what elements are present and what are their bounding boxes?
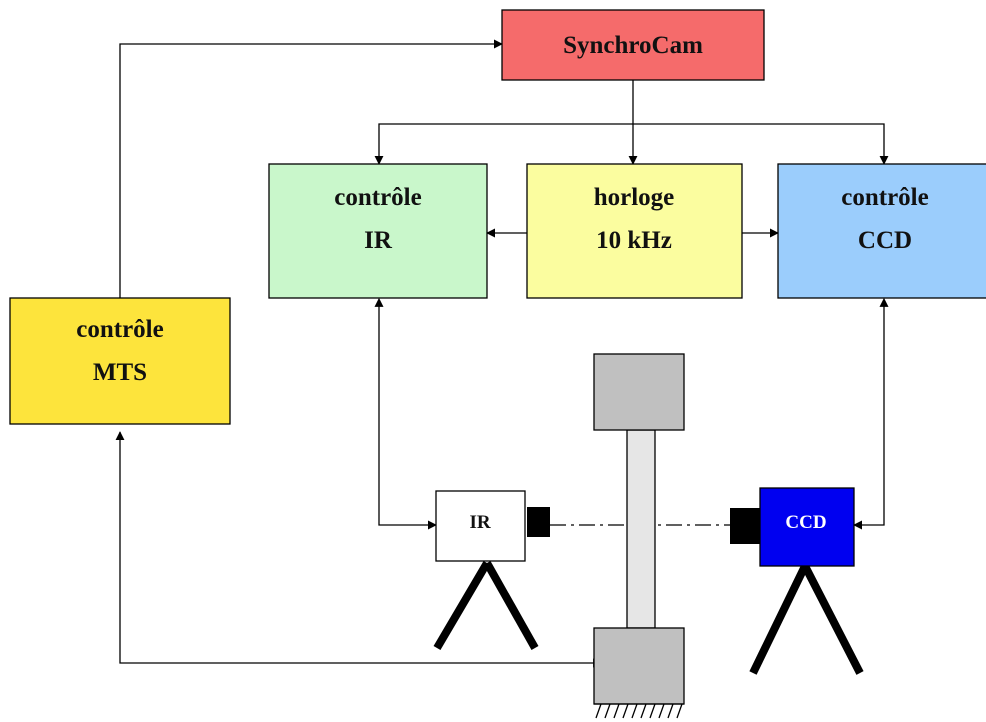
connectors (115, 39, 889, 668)
clock-label-line1: horloge (594, 184, 675, 211)
arrow-ccd-control-to-ccd-camera (853, 297, 889, 530)
ccd-camera-tripod (749, 564, 864, 675)
arrow-mts-to-synchrocam (119, 39, 503, 298)
ir-camera-lens (527, 507, 550, 537)
mts-control-label-line1: contrôle (76, 316, 163, 343)
synchrocam-box: SynchroCam (501, 9, 765, 81)
specimen-bar (626, 429, 656, 629)
arrow-synchrocam-to-ir-control (374, 123, 633, 165)
ir-camera-body (435, 490, 526, 562)
ccd-control-label-line2: CCD (858, 227, 912, 254)
fixed-support-hatching (594, 703, 684, 719)
clock-label-line2: 10 kHz (596, 227, 672, 254)
mts-control-label-line2: MTS (93, 359, 147, 386)
ir-control-box: contrôle IR (268, 163, 488, 299)
ccd-camera: CCD (730, 487, 864, 675)
arrow-ir-control-to-ir-camera (374, 297, 437, 530)
mts-control-box: contrôle MTS (9, 297, 231, 425)
ccd-camera-label: CCD (785, 512, 826, 533)
ir-camera-label: IR (469, 512, 490, 533)
ccd-control-box: contrôle CCD (777, 163, 986, 299)
ir-camera-tripod (433, 560, 539, 651)
clock-box: horloge 10 kHz (526, 163, 743, 299)
ir-camera: IR (433, 490, 550, 651)
ir-control-label-line2: IR (364, 227, 393, 254)
lower-grip (593, 627, 685, 705)
upper-grip (593, 353, 685, 431)
synchrocam-label: SynchroCam (563, 32, 703, 59)
ccd-control-label-line1: contrôle (841, 184, 928, 211)
tensile-specimen (593, 353, 685, 719)
ccd-camera-body (759, 487, 855, 567)
arrow-grip-to-mts-control (115, 431, 603, 668)
arrow-synchrocam-to-ccd-control (633, 123, 889, 165)
ccd-camera-lens (730, 508, 760, 544)
ir-control-label-line1: contrôle (334, 184, 421, 211)
